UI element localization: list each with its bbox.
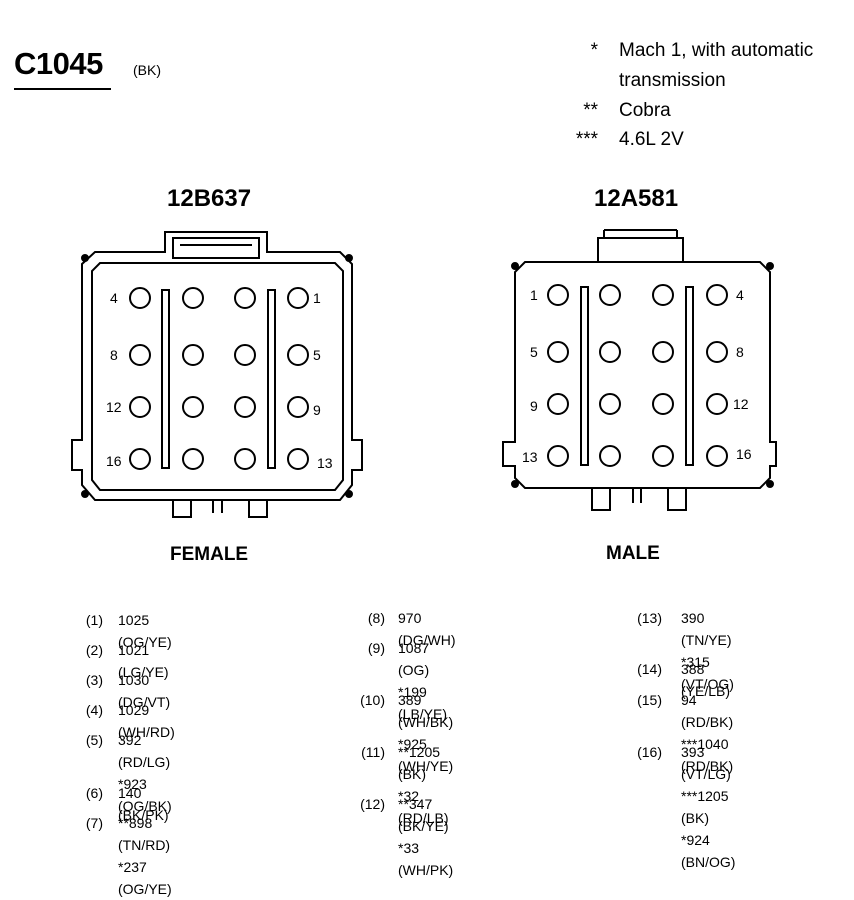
female-cavity-label: 8	[110, 347, 118, 363]
female-cavity-label: 1	[313, 290, 321, 306]
pin-circuits: 140 (BK/PK)	[118, 782, 169, 826]
pin-number: (9)	[367, 640, 385, 656]
pin-circuits: 389 (WH/BK) *925 (WH/YE)	[398, 689, 453, 777]
circuit-line: *923 (OG/BK)	[118, 776, 172, 814]
male-cavity-label: 9	[530, 398, 538, 414]
pin-circuits: 1087 (OG) *199 (LB/YE)	[398, 637, 447, 725]
pin-circuits: 1025 (OG/YE)	[118, 609, 172, 653]
female-part-number: 12B637	[167, 185, 252, 212]
male-cavity-label: 12	[733, 396, 749, 412]
circuit-line: ***1040 (RD/BK)	[681, 736, 734, 774]
female-connector	[71, 231, 363, 518]
circuit-line: 388 (YE/LB)	[681, 661, 731, 699]
pin-number: (8)	[367, 610, 385, 626]
female-label: FEMALE	[170, 544, 249, 565]
male-cavities	[547, 284, 728, 467]
pin-circuits: **347 (BK/YE) *33 (WH/PK)	[398, 793, 453, 881]
note-mark-3: ***	[575, 129, 598, 150]
pin-number: (4)	[85, 702, 103, 718]
pin-circuits: 393 (VT/LG) ***1205 (BK) *924 (BN/OG)	[681, 741, 735, 873]
note-text-3: 4.6L 2V	[619, 129, 684, 150]
male-cavity-label: 16	[736, 446, 752, 462]
pin-number: (7)	[85, 815, 103, 831]
pin-circuits: 94 (RD/BK) ***1040 (RD/BK)	[681, 689, 733, 777]
pin-number: (14)	[637, 661, 662, 677]
pin-number: (16)	[637, 744, 662, 760]
circuit-line: *924 (BN/OG)	[681, 832, 736, 870]
connector-title: C1045	[14, 46, 103, 81]
female-cavity-label: 13	[317, 455, 333, 471]
circuit-line: 1029 (WH/RD)	[118, 702, 175, 740]
pin-circuits: **1205 (BK) *32 (RD/LB)	[398, 741, 449, 829]
male-cavity-label: 1	[530, 287, 538, 303]
pin-circuits: 970 (DG/WH)	[398, 607, 456, 651]
circuit-line: *199 (LB/YE)	[398, 684, 448, 722]
pin-circuits: 1021 (LG/YE)	[118, 639, 169, 683]
pin-number: (10)	[360, 692, 385, 708]
note-mark-1: *	[590, 40, 598, 61]
note-text-2: Cobra	[619, 100, 671, 121]
pin-number: (1)	[85, 612, 103, 628]
note-mark-2: **	[583, 100, 598, 121]
female-cavity-label: 5	[313, 347, 321, 363]
pin-number: (3)	[85, 672, 103, 688]
circuit-line: *32 (RD/LB)	[398, 788, 449, 826]
circuit-line: 1030 (DG/VT)	[118, 672, 171, 710]
pin-circuits: **898 (TN/RD) *237 (OG/YE)	[118, 812, 172, 900]
circuit-line: *315 (VT/OG)	[681, 654, 734, 692]
male-cavity-label: 8	[736, 344, 744, 360]
connector-color-code: (BK)	[133, 62, 161, 78]
circuit-line: 393 (VT/LG)	[681, 744, 731, 782]
pin-number: (12)	[360, 796, 385, 812]
male-cavity-label: 4	[736, 287, 744, 303]
male-connector	[502, 229, 777, 511]
circuit-line: *237 (OG/YE)	[118, 859, 172, 897]
circuit-line: 1025 (OG/YE)	[118, 612, 172, 650]
circuit-line: 94 (RD/BK)	[681, 692, 734, 730]
circuit-line: 140 (BK/PK)	[118, 785, 169, 823]
male-part-number: 12A581	[594, 185, 679, 212]
female-cavities	[129, 287, 309, 470]
note-text-1b: transmission	[619, 70, 726, 91]
pin-number: (11)	[361, 744, 385, 760]
circuit-line: **347 (BK/YE)	[398, 796, 449, 834]
pin-circuits: 1030 (DG/VT)	[118, 669, 170, 713]
circuit-line: 392 (RD/LG)	[118, 732, 171, 770]
connector-diagram: 4 1 8 5 12 9 16 13	[71, 229, 777, 518]
circuit-line: 1021 (LG/YE)	[118, 642, 169, 680]
pin-circuits: 388 (YE/LB)	[681, 658, 730, 702]
male-label: MALE	[606, 543, 660, 564]
circuit-line: ***1205 (BK)	[681, 788, 729, 826]
male-cavity-label: 5	[530, 344, 538, 360]
pin-number: (2)	[85, 642, 103, 658]
pin-number: (5)	[85, 732, 103, 748]
pin-number: (6)	[85, 785, 103, 801]
title-underline	[14, 88, 111, 90]
circuit-line: **1205 (BK)	[398, 744, 441, 782]
circuit-line: *925 (WH/YE)	[398, 736, 454, 774]
pin-number: (13)	[637, 610, 662, 626]
circuit-line: 389 (WH/BK)	[398, 692, 454, 730]
circuit-line: 970 (DG/WH)	[398, 610, 456, 648]
pin-number: (15)	[637, 692, 662, 708]
circuit-line: 390 (TN/YE)	[681, 610, 732, 648]
circuit-line: **898 (TN/RD)	[118, 815, 171, 853]
pin-circuits: 1029 (WH/RD)	[118, 699, 175, 743]
male-cavity-label: 13	[522, 449, 538, 465]
female-cavity-label: 9	[313, 402, 321, 418]
circuit-line: *33 (WH/PK)	[398, 840, 454, 878]
female-cavity-label: 4	[110, 290, 118, 306]
female-cavity-label: 12	[106, 399, 122, 415]
female-cavity-label: 16	[106, 453, 122, 469]
pin-circuits: 390 (TN/YE) *315 (VT/OG)	[681, 607, 734, 695]
pin-circuits: 392 (RD/LG) *923 (OG/BK)	[118, 729, 172, 817]
circuit-line: 1087 (OG)	[398, 640, 430, 678]
note-text-1a: Mach 1, with automatic	[619, 40, 814, 61]
